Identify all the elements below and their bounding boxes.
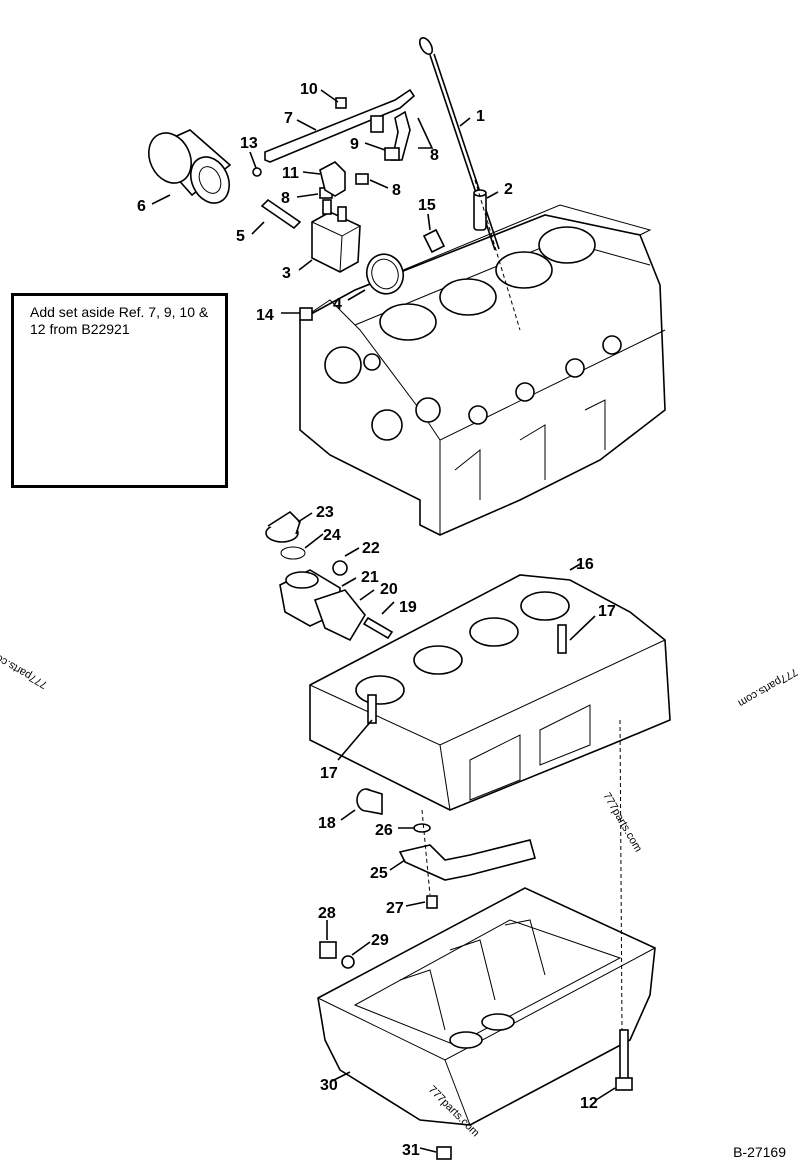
callout-9: 9 — [350, 136, 359, 153]
callout-1: 1 — [476, 108, 485, 125]
watermark-3: 777parts.com — [736, 665, 800, 709]
callout-15: 15 — [418, 197, 436, 214]
engine-block — [299, 204, 666, 536]
note-text: Add set aside Ref. 7, 9, 10 & 12 from B2… — [30, 304, 209, 337]
filler-neck-assembly — [279, 560, 394, 642]
callout-6: 6 — [137, 198, 146, 215]
callout-19: 19 — [399, 599, 417, 616]
small-fittings — [252, 97, 446, 321]
callout-8c: 8 — [392, 182, 401, 199]
bottom-bolt — [436, 1146, 452, 1160]
callout-17b: 17 — [320, 765, 338, 782]
callout-20: 20 — [380, 581, 398, 598]
o-ring — [365, 253, 405, 295]
callout-25: 25 — [370, 865, 388, 882]
callout-17a: 17 — [598, 603, 616, 620]
watermark-4: 777parts.com — [600, 791, 644, 855]
callout-7: 7 — [284, 110, 293, 127]
callout-13: 13 — [240, 135, 258, 152]
watermark-2: 777parts.com — [0, 647, 50, 691]
oil-pan — [317, 887, 656, 1126]
callout-22: 22 — [362, 540, 380, 557]
callout-21: 21 — [361, 569, 379, 586]
oil-cooler — [311, 199, 361, 273]
callout-29: 29 — [371, 932, 389, 949]
callout-12: 12 — [580, 1095, 598, 1112]
callout-4: 4 — [333, 296, 342, 313]
callout-5: 5 — [236, 228, 245, 245]
callout-2: 2 — [504, 181, 513, 198]
oil-filler-cap — [265, 510, 306, 560]
callout-8a: 8 — [430, 147, 439, 164]
callout-16: 16 — [576, 556, 594, 573]
bolts-17 — [367, 624, 567, 724]
bushing — [356, 788, 383, 815]
oil-pipe — [264, 88, 416, 163]
hose-and-clamps — [319, 110, 411, 199]
callout-11: 11 — [282, 165, 299, 182]
callout-18: 18 — [318, 815, 336, 832]
callout-26: 26 — [375, 822, 393, 839]
leader-lines — [151, 89, 616, 1153]
drain-plug — [319, 941, 355, 969]
callout-28: 28 — [318, 905, 336, 922]
long-bolt — [615, 1029, 633, 1091]
dipstick-guide — [473, 189, 487, 231]
callout-31: 31 — [402, 1142, 420, 1159]
oil-filter — [148, 129, 232, 204]
callout-24: 24 — [323, 527, 341, 544]
elbow-fitting — [319, 161, 346, 197]
callout-27: 27 — [386, 900, 404, 917]
oil-pan-upper — [309, 574, 671, 811]
note-box: Add set aside Ref. 7, 9, 10 & 12 from B2… — [11, 293, 228, 488]
threaded-stud — [260, 198, 302, 230]
callout-14: 14 — [256, 307, 274, 324]
callout-30: 30 — [320, 1077, 338, 1094]
callout-10: 10 — [300, 81, 318, 98]
callout-23: 23 — [316, 504, 334, 521]
callout-3: 3 — [282, 265, 291, 282]
callout-8b: 8 — [281, 190, 290, 207]
reference-code: B-27169 — [733, 1144, 786, 1160]
